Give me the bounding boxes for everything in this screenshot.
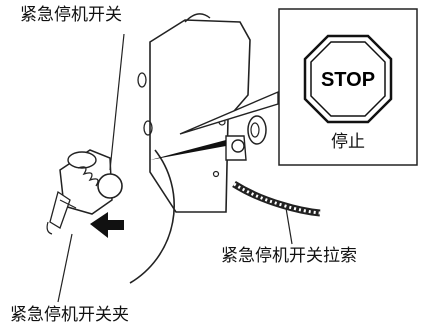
housing-ring	[184, 13, 211, 23]
stop-callout-frame	[278, 8, 418, 166]
knob	[247, 115, 267, 145]
stop-sign-octagon-inner	[310, 41, 386, 117]
label-emergency-switch-clip: 紧急停机开关夹	[10, 305, 129, 325]
switch-head	[231, 139, 245, 153]
zoom-wedge	[150, 140, 226, 160]
magnified-switch-base	[67, 151, 97, 169]
magnified-view-outline	[129, 149, 175, 284]
machine-body-outline	[149, 19, 251, 213]
magnified-clip-line	[59, 199, 77, 209]
label-emergency-switch-cord: 紧急停机开关拉索	[221, 246, 357, 266]
leader-cord	[285, 207, 293, 245]
label-emergency-switch: 紧急停机开关	[20, 5, 122, 25]
stop-sign-octagon-outer	[303, 34, 393, 124]
pull-arrow	[90, 212, 124, 238]
housing-hole	[137, 72, 147, 88]
stop-callout-box: STOP 停止	[278, 8, 418, 166]
magnified-clip	[49, 190, 71, 229]
magnified-switch-button	[97, 173, 123, 199]
magnified-switch-spring	[77, 166, 99, 187]
emergency-cord	[232, 181, 321, 217]
knob-inner	[250, 122, 260, 138]
switch-body	[225, 135, 247, 161]
stop-caption: 停止	[331, 132, 365, 152]
housing-hole	[143, 120, 153, 136]
leader-switch	[109, 33, 125, 171]
clip-cord	[46, 221, 53, 235]
leader-clip	[57, 233, 73, 303]
emergency-cord-coil	[233, 182, 321, 215]
stop-sign-text: STOP	[320, 69, 376, 91]
screw	[212, 170, 220, 178]
stop-pointer-wedge	[179, 90, 279, 135]
